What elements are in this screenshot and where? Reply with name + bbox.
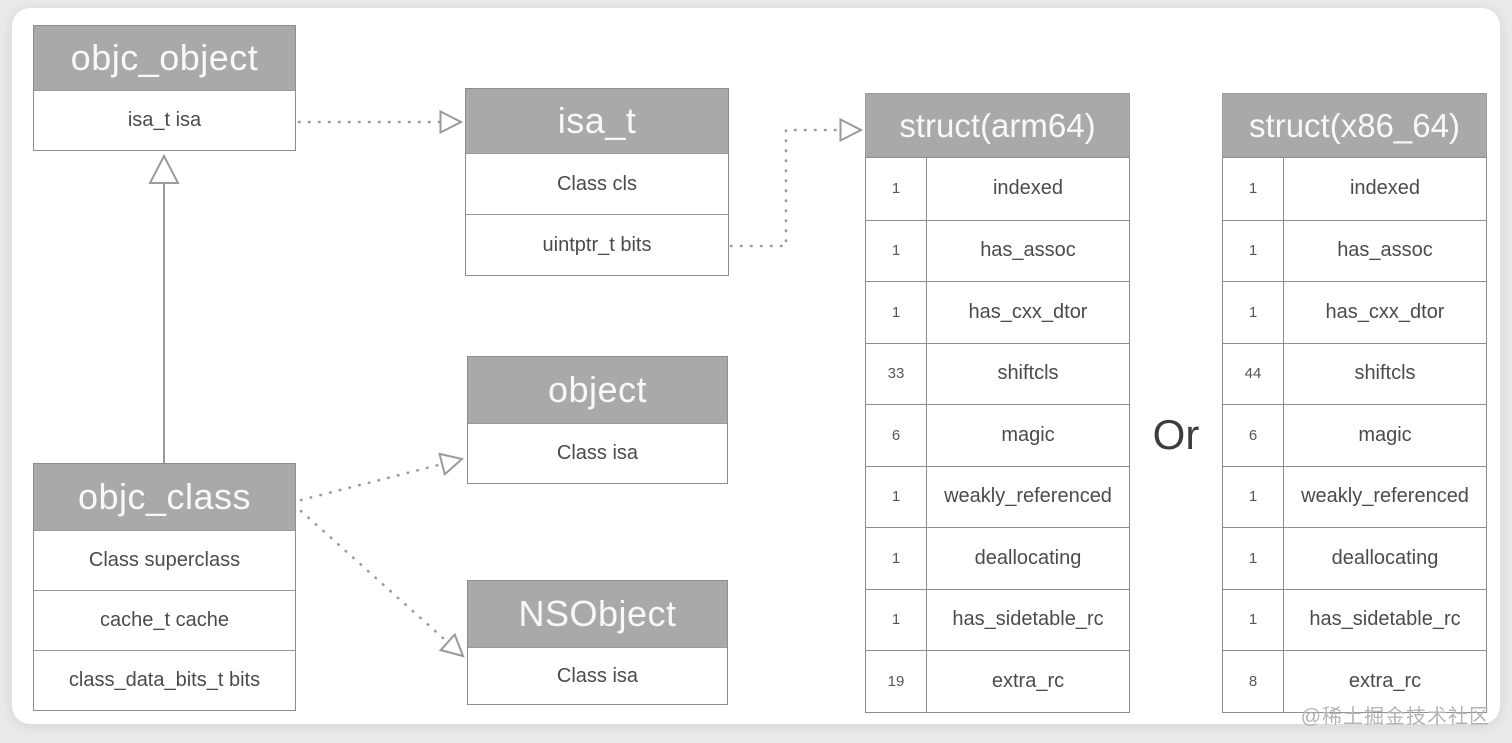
box-title-objc-class: objc_class (34, 464, 295, 530)
bits-cell: 44 (1223, 343, 1284, 404)
field-cell: extra_rc (1348, 669, 1422, 692)
bits-cell: 1 (1223, 466, 1284, 527)
box-title-object: object (468, 357, 727, 423)
box-row-cache: cache_t cache (34, 590, 295, 650)
field-cell: has_assoc (1337, 239, 1433, 262)
table-title-arm64: struct(arm64) (865, 93, 1130, 157)
box-row-class-cls: Class cls (466, 153, 728, 214)
class-box-object: object Class isa (467, 356, 728, 484)
field-cell: weakly_referenced (1301, 485, 1469, 508)
bits-cell: 1 (866, 282, 927, 343)
field-cell: extra_rc (991, 669, 1065, 692)
box-row-class-isa: Class isa (468, 647, 727, 704)
table-row: 1 has_sidetable_rc (866, 588, 1129, 650)
class-box-nsobject: NSObject Class isa (467, 580, 728, 705)
field-cell: magic (1358, 423, 1412, 446)
bits-cell: 1 (866, 528, 927, 589)
bits-cell: 1 (866, 220, 927, 281)
field-cell: has_cxx_dtor (968, 300, 1088, 323)
bitfield-table-arm64: struct(arm64) 1 indexed 1 has_assoc 1 has_c… (865, 93, 1130, 713)
table-row: 1 has_cxx_dtor (1223, 281, 1486, 343)
field-cell: magic (1001, 423, 1055, 446)
field-cell: has_cxx_dtor (1325, 300, 1445, 323)
box-row-class-data-bits: class_data_bits_t bits (34, 650, 295, 710)
class-box-objc-class: objc_class Class superclass cache_t cach… (33, 463, 296, 711)
field-cell: indexed (992, 177, 1064, 200)
bits-cell: 19 (866, 651, 927, 712)
table-row: 33 shiftcls (866, 342, 1129, 404)
bits-cell: 6 (1223, 405, 1284, 466)
field-cell: has_sidetable_rc (952, 608, 1104, 631)
table-row: 6 magic (1223, 404, 1486, 466)
box-row-uintptr-bits: uintptr_t bits (466, 214, 728, 275)
table-row: 1 has_assoc (1223, 219, 1486, 281)
bits-cell: 1 (1223, 220, 1284, 281)
box-row-class-isa: Class isa (468, 423, 727, 483)
table-row: 1 deallocating (866, 527, 1129, 589)
bits-cell: 1 (1223, 528, 1284, 589)
table-row: 1 weakly_referenced (1223, 465, 1486, 527)
field-cell: deallocating (1331, 546, 1439, 569)
table-row: 1 indexed (866, 158, 1129, 220)
bits-cell: 33 (866, 343, 927, 404)
bits-cell: 1 (1223, 282, 1284, 343)
table-title-x86-64: struct(x86_64) (1222, 93, 1487, 157)
bits-cell: 1 (866, 158, 927, 220)
field-cell: shiftcls (1354, 362, 1416, 385)
table-body: 1 indexed 1 has_assoc 1 has_cxx_dtor 33 shif… (865, 157, 1130, 713)
class-box-objc-object: objc_object isa_t isa (33, 25, 296, 151)
bits-cell: 1 (1223, 158, 1284, 220)
field-cell: has_assoc (980, 239, 1076, 262)
bits-cell: 1 (1223, 589, 1284, 650)
table-row: 1 indexed (1223, 158, 1486, 220)
table-row: 1 has_sidetable_rc (1223, 588, 1486, 650)
table-row: 19 extra_rc (866, 650, 1129, 712)
box-row-isa: isa_t isa (34, 90, 295, 150)
box-row-superclass: Class superclass (34, 530, 295, 590)
box-title-objc-object: objc_object (34, 26, 295, 90)
field-cell: indexed (1349, 177, 1421, 200)
class-box-isa-t: isa_t Class cls uintptr_t bits (465, 88, 729, 276)
box-title-nsobject: NSObject (468, 581, 727, 647)
table-row: 1 has_assoc (866, 219, 1129, 281)
table-row: 8 extra_rc (1223, 650, 1486, 712)
table-row: 1 deallocating (1223, 527, 1486, 589)
watermark: @稀土掘金技术社区 (1300, 706, 1490, 728)
table-row: 1 weakly_referenced (866, 465, 1129, 527)
field-cell: deallocating (974, 546, 1082, 569)
bits-cell: 8 (1223, 651, 1284, 712)
field-cell: weakly_referenced (944, 485, 1112, 508)
bits-cell: 1 (866, 466, 927, 527)
or-label: Or (1152, 411, 1200, 458)
table-row: 44 shiftcls (1223, 342, 1486, 404)
bits-cell: 6 (866, 405, 927, 466)
table-row: 1 has_cxx_dtor (866, 281, 1129, 343)
field-cell: has_sidetable_rc (1309, 608, 1461, 631)
bitfield-table-x86-64: struct(x86_64) 1 indexed 1 has_assoc 1 has_… (1222, 93, 1487, 713)
field-cell: shiftcls (997, 362, 1059, 385)
box-title-isa-t: isa_t (466, 89, 728, 153)
table-row: 6 magic (866, 404, 1129, 466)
table-body: 1 indexed 1 has_assoc 1 has_cxx_dtor 44 shif… (1222, 157, 1487, 713)
bits-cell: 1 (866, 589, 927, 650)
